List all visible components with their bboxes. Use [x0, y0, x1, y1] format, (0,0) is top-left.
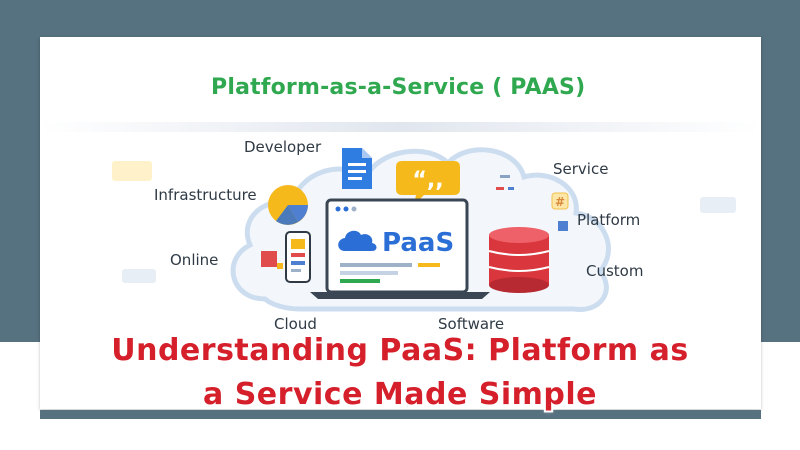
paas-illustration: “,, # PaaS: [230, 147, 611, 312]
decorative-dash: [500, 175, 510, 178]
frame-bottom-bar: [40, 410, 761, 419]
decorative-stripe: [40, 122, 761, 132]
decorative-block: [112, 161, 152, 181]
decorative-dash: [496, 187, 504, 190]
quote-glyph: “,,: [412, 168, 443, 193]
decorative-square: [261, 251, 277, 267]
chat-bubble-icon: “,,: [396, 161, 460, 205]
article-title-line-2: a Service Made Simple: [203, 377, 597, 412]
article-title-line-1: Understanding PaaS: Platform as: [111, 333, 689, 368]
label-custom: Custom: [586, 262, 644, 280]
decorative-square: [558, 221, 568, 231]
diagram-heading: Platform-as-a-Service ( PAAS): [211, 75, 586, 100]
label-online: Online: [170, 251, 219, 269]
label-developer: Developer: [244, 138, 322, 156]
hash-glyph: #: [555, 195, 565, 209]
label-software: Software: [438, 315, 505, 333]
paas-label: PaaS: [382, 228, 454, 258]
pie-chart-icon: [268, 185, 308, 225]
label-infrastructure: Infrastructure: [154, 186, 257, 204]
decorative-block: [122, 269, 156, 283]
decorative-block: [700, 197, 736, 213]
article-hero-image: Platform-as-a-Service ( PAAS) “,,: [40, 37, 761, 409]
hashtag-icon: #: [551, 192, 569, 210]
decorative-dash: [508, 187, 514, 190]
decorative-square: [277, 263, 283, 269]
smartphone-icon: [285, 231, 311, 283]
database-icon: [488, 227, 550, 293]
label-platform: Platform: [577, 211, 641, 229]
laptop-icon: PaaS: [310, 198, 490, 299]
document-icon: [342, 148, 372, 189]
label-cloud: Cloud: [274, 315, 317, 333]
label-service: Service: [553, 160, 609, 178]
